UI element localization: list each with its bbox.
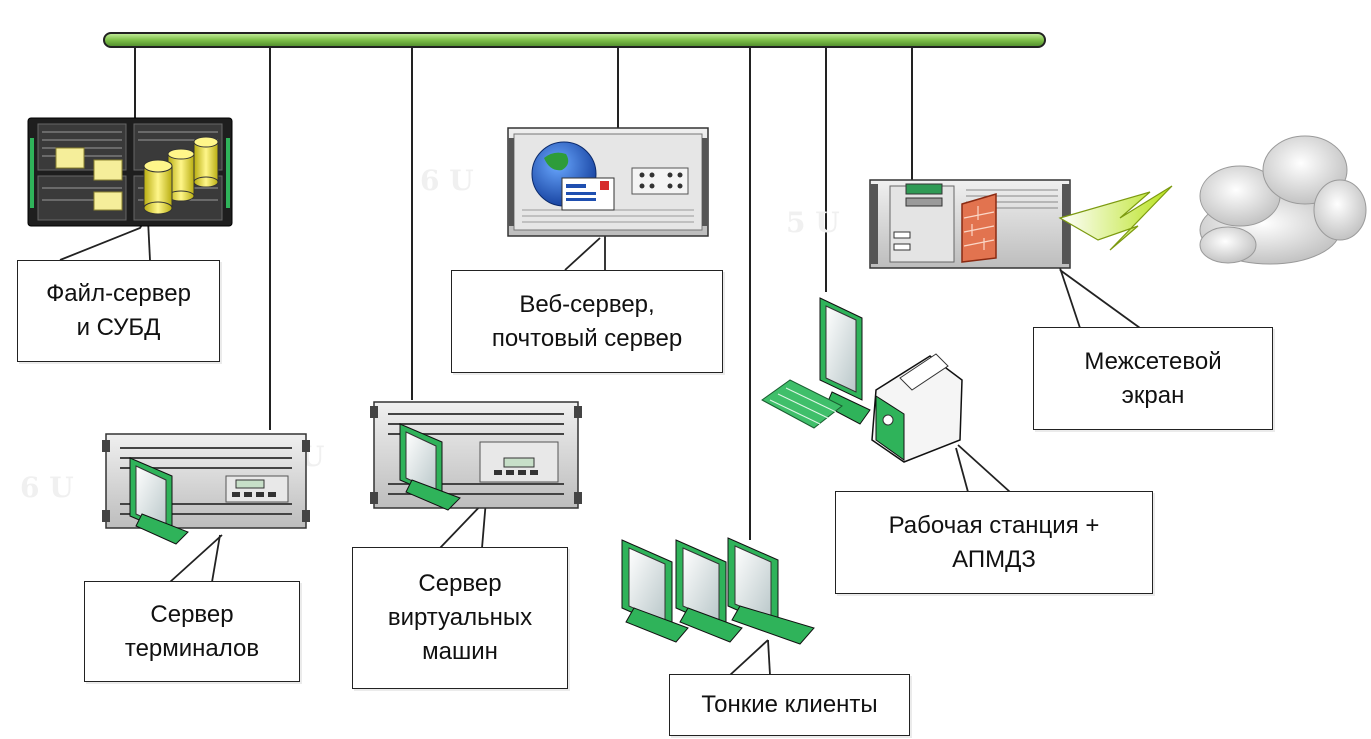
printer-icon [871, 353, 963, 463]
brick-wall-icon [961, 192, 997, 263]
label-workstation: Рабочая станция + АПМДЗ [835, 491, 1153, 594]
label-line: АПМДЗ [952, 545, 1036, 573]
thin-client-monitors-icon [621, 537, 815, 645]
rack-mark-c: 5 U [786, 206, 840, 239]
label-line: Тонкие клиенты [701, 691, 878, 718]
label-line: Межсетевой [1084, 347, 1222, 375]
virtual-machine-server-icon [370, 401, 582, 511]
rack-server-web-mail-icon [507, 127, 709, 237]
label-line: Файл-сервер [46, 280, 191, 307]
label-thin-clients: Тонкие клиенты [669, 674, 910, 736]
label-line: Сервер [150, 600, 234, 628]
label-vm-server: Сервер виртуальных машин [352, 547, 568, 689]
workstation-with-printer-icon [761, 297, 963, 463]
keyboard-icon [761, 379, 843, 429]
label-file-server: Файл-сервер и СУБД [17, 260, 220, 362]
rack-mark-a: 6 U [20, 471, 74, 504]
terminal-server-icon [102, 433, 310, 545]
label-line: экран [1121, 381, 1185, 409]
label-web-server: Веб-сервер, почтовый сервер [451, 270, 723, 373]
rack-mark-b: 6 U [420, 164, 474, 197]
network-bus [103, 32, 1046, 48]
monitor-icon [399, 423, 461, 511]
monitor-icon [129, 457, 189, 545]
bus-connectors [134, 47, 913, 540]
label-firewall: Межсетевой экран [1033, 327, 1273, 430]
internet-cloud-icon [1199, 135, 1367, 265]
label-line: и СУБД [76, 314, 161, 341]
envelope-icon [561, 177, 615, 211]
rack-server-database-icon [27, 117, 233, 227]
label-line: терминалов [124, 634, 260, 662]
label-line: машин [422, 638, 498, 665]
lightning-bolt-icon [1058, 185, 1173, 251]
label-terminal-server: Сервер терминалов [84, 581, 300, 682]
monitor-icon [621, 539, 689, 643]
firewall-server-icon [869, 179, 1071, 269]
database-cylinder-icon [143, 136, 219, 215]
label-line: Рабочая станция + [888, 511, 1100, 539]
monitor-icon [819, 297, 871, 425]
label-line: Веб-сервер, [519, 290, 655, 318]
folder-icon [55, 147, 123, 211]
monitor-icon [675, 539, 743, 643]
label-line: виртуальных [387, 604, 533, 631]
label-line: Сервер [418, 570, 502, 597]
monitor-icon [727, 537, 815, 645]
label-line: почтовый сервер [491, 324, 683, 352]
